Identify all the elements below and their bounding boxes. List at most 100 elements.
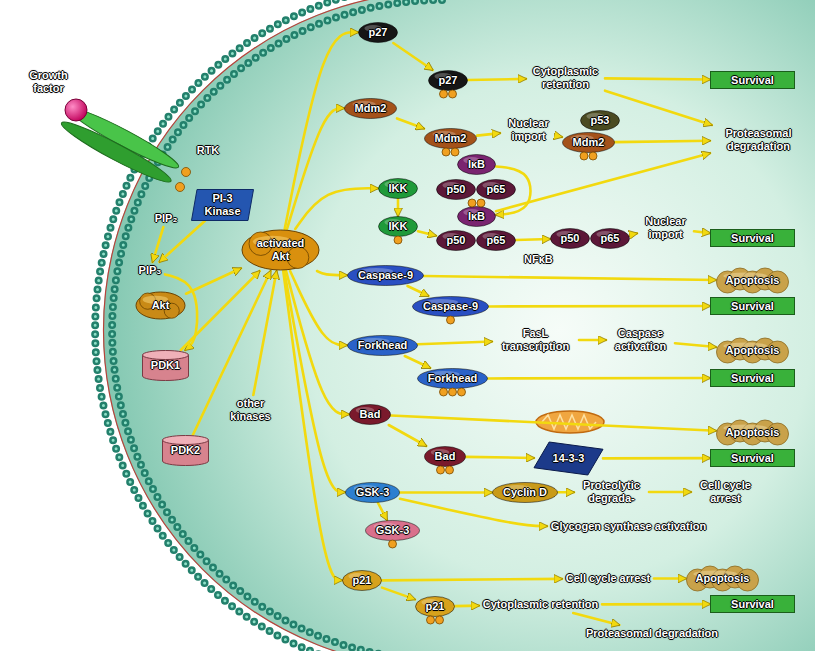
arrow-connector xyxy=(649,491,691,494)
node-label: GSK-3 xyxy=(356,486,390,499)
protein-shape xyxy=(359,23,398,43)
akt-body xyxy=(242,230,319,270)
phosphate-dot xyxy=(440,90,448,98)
step-label: Proteolytic degrada- xyxy=(574,477,649,507)
arrow-connector xyxy=(489,305,710,308)
arrow-connector xyxy=(675,343,716,347)
step-label: FasL transcription xyxy=(492,325,579,355)
arrow-connector xyxy=(382,579,562,580)
node-label: p50 xyxy=(447,234,466,247)
node-label: other kinases xyxy=(226,397,276,423)
node-label: Cyclin D xyxy=(503,486,547,499)
protein-shape xyxy=(418,369,488,389)
phosphate-dot xyxy=(468,199,476,207)
phosphate-dot xyxy=(389,540,397,548)
step-label: Cell cycle arrest xyxy=(691,477,760,507)
arrow-connector xyxy=(186,268,241,293)
node-label: 14-3-3 xyxy=(553,452,585,465)
arrow-connector xyxy=(397,118,424,128)
phosphate-dot xyxy=(447,316,455,324)
node-label: Caspase activation xyxy=(610,327,672,353)
node-label: Forkhead xyxy=(358,339,408,352)
protein-ball: p27 xyxy=(428,70,468,91)
arrow-connector xyxy=(630,233,637,234)
arrow-connector xyxy=(418,231,436,235)
apoptosis-blob: Apoptosis xyxy=(716,269,789,292)
survival-rect xyxy=(711,72,795,89)
receptor-arm xyxy=(58,116,175,188)
protein-ball: p50 xyxy=(436,230,476,251)
protein-ball: GSK-3 xyxy=(365,520,420,541)
membrane-core xyxy=(104,0,443,651)
protein-ball: Forkhead xyxy=(347,335,418,356)
phosphate-dot xyxy=(436,616,444,624)
arrow-connector xyxy=(558,491,574,494)
arrow-connector xyxy=(477,133,500,136)
arrow-connector xyxy=(287,108,344,229)
arrow-connector xyxy=(286,271,349,414)
phosphate-dot xyxy=(182,168,191,177)
protein-ball: IKK xyxy=(378,216,418,237)
protein-shape xyxy=(348,336,418,356)
protein-shape xyxy=(413,297,489,317)
phosphate-dot xyxy=(176,183,185,192)
step-label: PIP₂ xyxy=(151,210,181,227)
phosphate-dot xyxy=(449,388,457,396)
node-label: GSK-3 xyxy=(376,524,410,537)
node-label: Akt xyxy=(152,299,170,312)
akt-kinase: activated Akt xyxy=(241,229,320,271)
arrow-connector xyxy=(468,79,526,80)
arrow-connector xyxy=(424,276,716,280)
node-label: IκB xyxy=(468,158,485,171)
protein-ball: p21 xyxy=(342,570,382,591)
node-label: Survival xyxy=(731,74,774,87)
node-label: Bad xyxy=(360,408,381,421)
phosphate-dot xyxy=(440,388,448,396)
node-label: RTK xyxy=(197,144,220,157)
node-label: Apoptosis xyxy=(726,274,780,287)
membrane-outer-highlight xyxy=(95,0,442,651)
node-label: p65 xyxy=(601,232,620,245)
protein-ball: Mdm2 xyxy=(344,98,397,119)
protein-shape xyxy=(551,229,590,249)
cylinder-top xyxy=(143,351,189,360)
protein-ball: Mdm2 xyxy=(424,128,477,149)
node-label: Mdm2 xyxy=(573,136,605,149)
membrane-inner-beads xyxy=(112,0,442,651)
protein-shape xyxy=(563,133,615,153)
arrow-connector xyxy=(488,377,710,380)
protein-ball: Bad xyxy=(424,446,466,467)
node-label: p50 xyxy=(561,232,580,245)
arrow-connector xyxy=(455,604,479,607)
pdk-cylinder: PDK1 xyxy=(142,350,189,381)
step-label: PIP₃ xyxy=(135,262,165,279)
arrow-connector xyxy=(605,91,712,125)
node-label: PDK2 xyxy=(171,444,200,457)
arrow-connector xyxy=(496,153,710,211)
node-label: PDK1 xyxy=(151,359,180,372)
phosphate-dot xyxy=(427,616,435,624)
survival-box: Survival xyxy=(710,229,795,247)
survival-rect xyxy=(711,298,795,315)
node-label: Apoptosis xyxy=(726,426,780,439)
membrane-inner-highlight xyxy=(112,0,442,651)
protein-ball: p65 xyxy=(590,228,630,249)
arrow-connector xyxy=(694,231,710,233)
arrow-connector xyxy=(557,136,562,137)
survival-rect xyxy=(711,450,795,467)
akt-lobe xyxy=(287,247,309,269)
protein-ball: p50 xyxy=(436,179,476,200)
protein-shape xyxy=(429,71,468,91)
protein-ball: Caspase-9 xyxy=(347,265,424,286)
arrow-connector xyxy=(605,78,710,79)
adaptor-diamond: 14-3-3 xyxy=(534,442,603,475)
step-label: Cell cycle arrest xyxy=(562,570,654,587)
phosphate-dot xyxy=(580,152,588,160)
node-label: Survival xyxy=(731,598,774,611)
apoptosis-blob: Apoptosis xyxy=(686,567,759,590)
arrow-connector xyxy=(295,188,378,229)
protein-shape xyxy=(425,129,477,149)
node-label: Cell cycle arrest xyxy=(695,479,757,505)
